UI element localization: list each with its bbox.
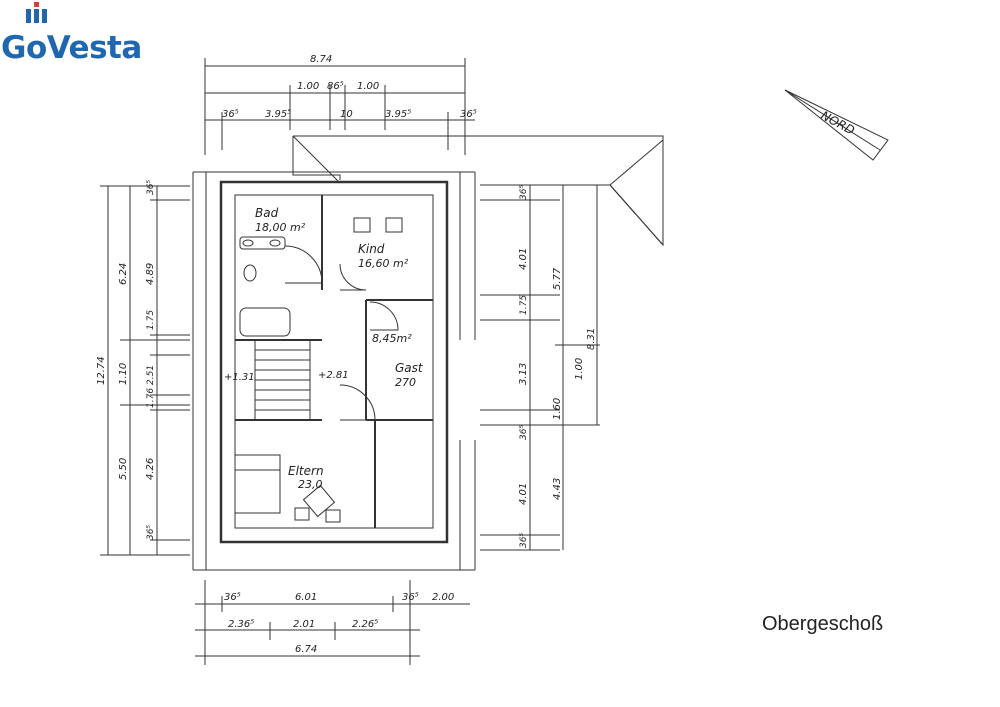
- dim-bottom-r2-1: 2.01: [293, 619, 315, 630]
- dim-right-c1-0: 36⁵: [519, 185, 529, 200]
- dim-top-total: 8.74: [310, 54, 332, 65]
- dim-right-c3-0: 8.31: [586, 328, 597, 350]
- dim-left-c3-3: 2.51: [146, 365, 156, 385]
- room-bad-name: Bad: [255, 206, 279, 220]
- dim-left-c2-1: 1.10: [118, 363, 129, 385]
- level-right: +2.81: [318, 370, 349, 381]
- dim-left-c3-4: 1.76: [146, 388, 156, 408]
- dim-top-r2-1: 3.95⁵: [265, 109, 291, 120]
- dim-left-c2-0: 6.24: [118, 263, 129, 285]
- dim-left-c3-1: 4.89: [145, 263, 156, 285]
- logo-bars-icon: [26, 2, 47, 23]
- dim-right-c1-2: 1.75: [519, 295, 529, 315]
- dim-bottom-r2-2: 2.26⁵: [352, 619, 378, 630]
- dim-left-c3-2: 1.75: [146, 310, 156, 330]
- dim-left-c3-6: 36⁵: [146, 525, 156, 540]
- dim-bottom-total: 6.74: [295, 644, 317, 655]
- dim-right-c2-0: 5.77: [552, 267, 563, 290]
- dim-right-c1-4: 1.60: [552, 398, 563, 420]
- dim-right-c2-1: 1.00: [574, 358, 585, 380]
- dim-top-r2-3: 3.95⁵: [385, 109, 411, 120]
- dim-bottom-r1-3: 2.00: [432, 592, 454, 603]
- room-bad-area: 18,00 m²: [255, 221, 306, 234]
- dim-bottom-r1-0: 36⁵: [224, 592, 241, 603]
- dim-right-c1-3: 3.13: [518, 363, 529, 385]
- dim-left-c3-5: 4.26: [145, 458, 156, 480]
- dim-top-r1-1: 86⁵: [327, 81, 344, 92]
- room-gast-name: Gast: [395, 361, 424, 375]
- room-gast-area: 270: [395, 376, 416, 389]
- room-kind-area: 16,60 m²: [358, 257, 409, 270]
- room-kind-name: Kind: [358, 242, 385, 256]
- dim-left-total: 12.74: [96, 356, 107, 385]
- room-eltern-name: Eltern: [288, 464, 324, 478]
- dim-top-r2-0: 36⁵: [222, 109, 239, 120]
- dim-top-r2-4: 36⁵: [460, 109, 477, 120]
- dim-bottom-r2-0: 2.36⁵: [228, 619, 254, 630]
- level-left: +1.31: [224, 372, 255, 383]
- room-flur-area: 8,45m²: [372, 332, 412, 345]
- floor-label: Obergeschoß: [762, 613, 884, 635]
- north-label: NORD: [819, 108, 857, 137]
- dim-top-r1-2: 1.00: [357, 81, 379, 92]
- logo-text: GoVesta: [1, 30, 142, 66]
- govesta-logo: GoVesta: [0, 0, 160, 70]
- dim-right-c1-5: 36⁵: [519, 425, 529, 440]
- dim-right-c1-6: 4.01: [518, 483, 529, 505]
- dim-top-r2-2: 10: [340, 109, 353, 120]
- north-arrow-icon: NORD: [784, 89, 889, 161]
- dim-left-c3-0: 36⁵: [146, 180, 156, 195]
- dim-right-c2-2: 4.43: [552, 478, 563, 500]
- dim-right-c1-1: 4.01: [518, 248, 529, 270]
- dim-left-c2-2: 5.50: [118, 458, 129, 480]
- dim-bottom-r1-1: 6.01: [295, 592, 317, 603]
- room-eltern-area: 23,0: [298, 478, 323, 491]
- dim-top-r1-0: 1.00: [297, 81, 319, 92]
- dim-bottom-r1-2: 36⁵: [402, 592, 419, 603]
- dim-right-c1-7: 36⁵: [519, 533, 529, 548]
